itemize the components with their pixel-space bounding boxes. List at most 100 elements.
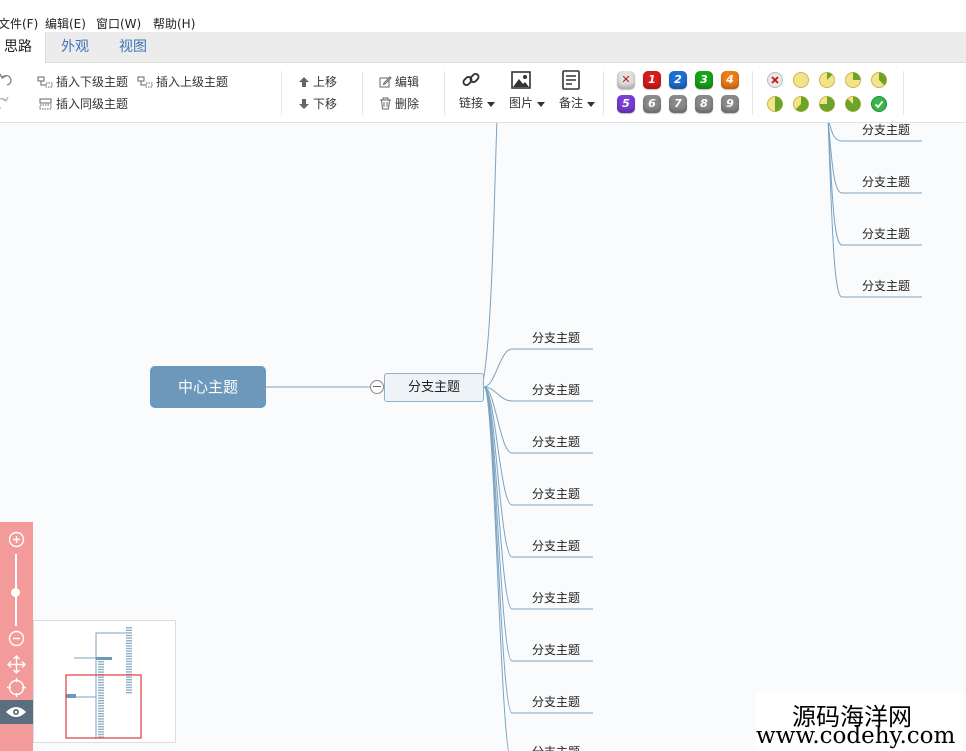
priority-clear-icon[interactable]: ✕ [617, 71, 635, 89]
menu-window[interactable]: 窗口(W) [96, 17, 142, 31]
progress-complete-icon[interactable] [871, 96, 887, 112]
minimap-node [126, 663, 132, 665]
progress-7-icon[interactable] [845, 96, 861, 112]
minimap-node [126, 668, 132, 670]
subtopic[interactable]: 分支主题 [531, 487, 580, 501]
priority-4-icon[interactable]: 4 [721, 71, 739, 89]
move-down-button[interactable]: 下移 [298, 95, 337, 112]
priority-9-icon[interactable]: 9 [721, 95, 739, 113]
priority-3-icon[interactable]: 3 [695, 71, 713, 89]
trash-icon [380, 97, 391, 110]
minimap-node [98, 707, 104, 710]
mindmap-canvas[interactable]: 中心主题 分支主题 分支主题 分支主题 分支主题 分支主题 分支主题 分支主题 … [0, 123, 966, 751]
overview-toggle[interactable] [0, 700, 33, 724]
subtopic[interactable]: 分支主题 [861, 227, 910, 241]
zoom-in-icon[interactable] [8, 531, 25, 548]
subtopic[interactable]: 分支主题 [531, 643, 580, 657]
priority-5-icon[interactable]: 5 [617, 95, 635, 113]
redo-icon[interactable] [0, 94, 10, 110]
delete-button[interactable]: 删除 [379, 95, 419, 112]
priority-2-icon[interactable]: 2 [669, 71, 687, 89]
subtopic[interactable]: 分支主题 [531, 331, 580, 345]
menu-file[interactable]: 文件(F) [0, 17, 39, 31]
priority-1-icon[interactable]: 1 [643, 71, 661, 89]
menu-help[interactable]: 帮助(H) [153, 17, 196, 31]
edit-icon [379, 76, 392, 88]
zoom-slider-handle[interactable] [11, 588, 20, 597]
connector-line [483, 386, 593, 402]
connector-line [483, 348, 593, 388]
minimap-node [126, 671, 132, 673]
subtopic[interactable]: 分支主题 [525, 743, 587, 751]
insert-child-button[interactable]: 插入下级主题 [37, 73, 128, 90]
minimap-node [98, 689, 104, 691]
image-icon [511, 71, 531, 89]
central-topic[interactable]: 中心主题 [150, 366, 266, 408]
progress-0-icon[interactable] [793, 72, 809, 88]
link-button[interactable]: 链接 [459, 69, 483, 111]
minimap-node [98, 694, 104, 697]
watermark-line2: www.codehy.com [756, 723, 956, 749]
insert-child-icon [37, 76, 53, 87]
connector-line [483, 386, 593, 454]
minimap-node [126, 629, 132, 631]
note-button[interactable]: 备注 [559, 69, 583, 111]
minimap-node [126, 686, 132, 689]
collapse-toggle-icon[interactable] [370, 380, 384, 394]
subtopic[interactable]: 分支主题 [531, 695, 580, 709]
minimap-node [126, 676, 132, 678]
tab-thinking[interactable]: 思路 [0, 32, 46, 63]
insert-sibling-button[interactable]: 插入同级主题 [39, 95, 128, 112]
zoom-out-icon[interactable] [8, 630, 25, 647]
move-up-button[interactable]: 上移 [298, 73, 337, 90]
subtopic[interactable]: 分支主题 [531, 383, 580, 397]
connector-line [483, 386, 593, 506]
subtopic[interactable]: 分支主题 [861, 123, 910, 137]
subtopic[interactable]: 分支主题 [531, 435, 580, 449]
minimap-node [126, 645, 132, 647]
move-icon[interactable] [7, 655, 26, 674]
minimap-node [126, 647, 132, 650]
minimap-node [98, 713, 104, 715]
separator [903, 71, 904, 115]
progress-3-icon[interactable] [871, 72, 887, 88]
image-dropdown-icon[interactable] [537, 102, 545, 108]
minimap-viewport[interactable] [65, 674, 142, 739]
subtopic[interactable]: 分支主题 [861, 175, 910, 189]
priority-8-icon[interactable]: 8 [695, 95, 713, 113]
subtopic[interactable]: 分支主题 [531, 539, 580, 553]
link-icon [462, 73, 480, 86]
progress-4-icon[interactable] [767, 96, 783, 112]
minimap-node [98, 668, 104, 671]
insert-parent-icon [137, 76, 153, 87]
connector-line [827, 123, 922, 194]
main-branch-topic[interactable]: 分支主题 [384, 373, 484, 402]
tab-view[interactable]: 视图 [119, 39, 147, 55]
minimap-node [98, 705, 104, 707]
edit-button[interactable]: 编辑 [379, 73, 419, 90]
minimap-node [98, 687, 104, 689]
minimap[interactable] [33, 620, 176, 743]
progress-5-icon[interactable] [793, 96, 809, 112]
progress-clear-icon[interactable] [767, 72, 783, 88]
connector-line [483, 386, 593, 662]
eye-icon [6, 707, 26, 717]
priority-6-icon[interactable]: 6 [643, 95, 661, 113]
progress-6-icon[interactable] [819, 96, 835, 112]
zoom-sidebar [0, 522, 33, 751]
fit-center-icon[interactable] [7, 678, 26, 697]
image-button[interactable]: 图片 [509, 69, 533, 111]
subtopic[interactable]: 分支主题 [861, 279, 910, 293]
menu-edit[interactable]: 编辑(E) [45, 17, 86, 31]
insert-parent-button[interactable]: 插入上级主题 [137, 73, 228, 90]
subtopic[interactable]: 分支主题 [531, 591, 580, 605]
minimap-node [126, 634, 132, 637]
progress-2-icon[interactable] [845, 72, 861, 88]
minimap-node [126, 681, 132, 683]
note-dropdown-icon[interactable] [587, 102, 595, 108]
tab-appearance[interactable]: 外观 [61, 39, 89, 55]
progress-1-icon[interactable] [819, 72, 835, 88]
undo-icon[interactable] [0, 71, 14, 87]
link-dropdown-icon[interactable] [487, 102, 495, 108]
priority-7-icon[interactable]: 7 [669, 95, 687, 113]
